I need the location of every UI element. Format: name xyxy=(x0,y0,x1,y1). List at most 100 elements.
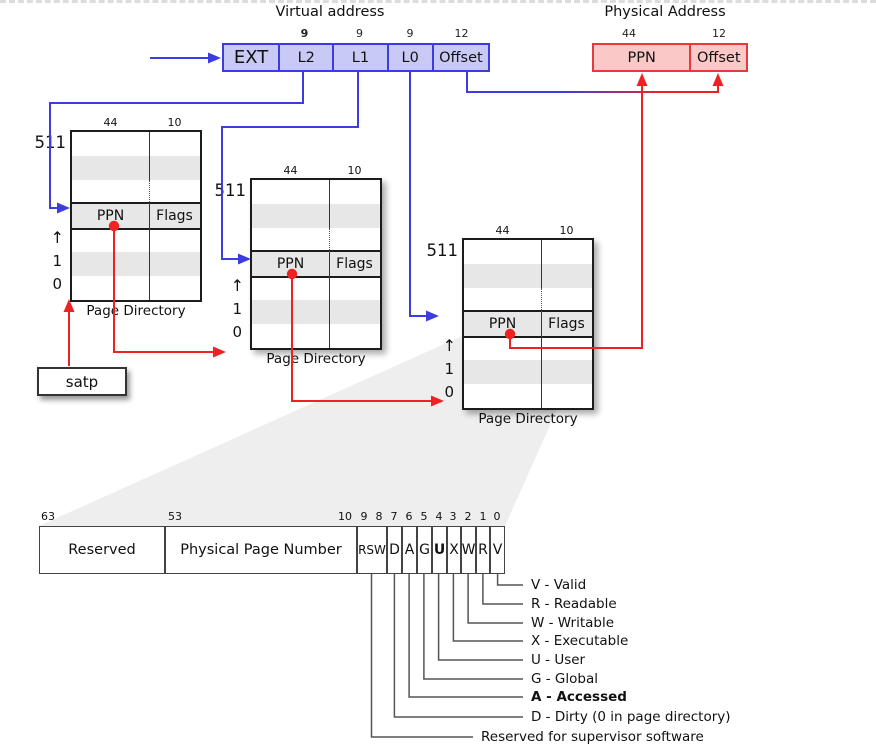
pd-ppn-cell: PPN xyxy=(488,316,517,332)
pte-bit9-label: 9 xyxy=(360,510,368,523)
pte-bit8-label: 8 xyxy=(375,510,383,523)
pte-bit3-label: 3 xyxy=(449,510,457,523)
pte-bit53-label: 53 xyxy=(168,510,182,523)
pd-caption: Page Directory xyxy=(478,411,578,427)
pd-pte-row-border xyxy=(252,250,380,252)
legend-dirty: D - Dirty (0 in page directory) xyxy=(531,709,731,725)
pd-ppn-width-label: 44 xyxy=(495,224,510,237)
virtual-address-title: Virtual address xyxy=(275,4,385,20)
pd-column-divider-dotted xyxy=(541,288,542,312)
pd-pte-row-border xyxy=(72,228,200,230)
pte-field-w: W xyxy=(461,526,476,574)
pte-bit0-label: 0 xyxy=(493,510,501,523)
pd-row-stripe xyxy=(464,360,592,384)
pte-bit63-label: 63 xyxy=(41,510,55,523)
wedge-shape xyxy=(39,336,590,526)
pte-field-d: D xyxy=(387,526,402,574)
pte-bit1-label: 1 xyxy=(479,510,487,523)
up-arrow-icon: ↑ xyxy=(50,228,64,247)
pte-bit4-label: 4 xyxy=(435,510,443,523)
va-field-l1: L1 xyxy=(332,45,386,70)
pd-column-divider-dotted xyxy=(329,228,330,252)
pd-index-1: 1 xyxy=(444,360,454,378)
pa-field-ppn: PPN xyxy=(627,49,656,66)
pte-field-v: V xyxy=(490,526,505,574)
pd-column-divider xyxy=(149,132,150,180)
pd-index-1: 1 xyxy=(52,252,62,270)
pte-bit6-label: 6 xyxy=(405,510,413,523)
pte-bit5-label: 5 xyxy=(420,510,428,523)
pd-row-stripe xyxy=(72,252,200,276)
va-field-offset: Offset xyxy=(431,45,488,70)
pd-column-divider-dotted xyxy=(149,180,150,204)
pd-pte-row-border xyxy=(72,202,200,204)
pd-row-stripe xyxy=(252,204,380,228)
pd-column-divider xyxy=(541,240,542,288)
pd-pte-row-border xyxy=(464,310,592,312)
pd-row-stripe xyxy=(252,300,380,324)
top-edge-artifact xyxy=(0,0,876,3)
va-offset-bits: 12 xyxy=(454,27,469,40)
legend-user: U - User xyxy=(531,652,586,668)
pd-flags-width-label: 10 xyxy=(559,224,574,237)
pd-flags-cell: Flags xyxy=(336,256,373,272)
legend-reserved-supervisor: Reserved for supervisor software xyxy=(481,729,704,745)
page-directory-1: PPN Flags 44 10 511 ↑ 1 0 Page Directory xyxy=(35,116,202,319)
up-arrow-icon: ↑ xyxy=(442,336,456,355)
pd-flags-cell: Flags xyxy=(156,208,193,224)
va-l1-bits: 9 xyxy=(356,27,363,40)
pte-field-x: X xyxy=(447,526,461,574)
satp-register: satp xyxy=(37,367,127,396)
pd-flags-cell: Flags xyxy=(548,316,585,332)
legend-global: G - Global xyxy=(531,671,598,687)
va-field-ext: EXT xyxy=(233,47,269,68)
pte-field-ppn: Physical Page Number xyxy=(165,526,357,574)
pd-row-stripe xyxy=(464,264,592,288)
pd-column-divider xyxy=(329,180,330,228)
legend-valid: V - Valid xyxy=(531,577,587,593)
pd-caption: Page Directory xyxy=(86,303,186,319)
pd-index-0: 0 xyxy=(232,323,242,341)
pd-index-0: 0 xyxy=(52,275,62,293)
pte-bit2-label: 2 xyxy=(464,510,472,523)
pd-flags-width-label: 10 xyxy=(347,164,362,177)
physical-address-register: PPN Offset xyxy=(592,43,748,72)
pte-field-g: G xyxy=(417,526,432,574)
pd-column-divider xyxy=(541,312,542,408)
page-directory-3: PPN Flags 44 10 511 ↑ 1 0 Page Directory xyxy=(427,224,594,427)
virtual-address-register: EXT L2 L1 L0 Offset xyxy=(222,43,490,72)
legend-accessed: A - Accessed xyxy=(531,689,627,705)
pa-offset-bits: 12 xyxy=(712,27,726,40)
pte-field-u: U xyxy=(432,526,447,574)
pd-pte-row-border xyxy=(252,276,380,278)
pd-ppn-cell: PPN xyxy=(96,208,125,224)
pd-row-stripe xyxy=(72,156,200,180)
pd-index-1: 1 xyxy=(232,300,242,318)
pd-flags-width-label: 10 xyxy=(167,116,182,129)
physical-address-title: Physical Address xyxy=(604,4,726,20)
pd-index-511: 511 xyxy=(426,241,459,260)
pte-bit10-label: 10 xyxy=(338,510,352,523)
pte-field-rsw: RSW xyxy=(357,526,387,574)
legend-writable: W - Writable xyxy=(531,615,615,631)
page-directory-2: PPN Flags 44 10 511 ↑ 1 0 Page Directory xyxy=(215,164,382,367)
legend-readable: R - Readable xyxy=(531,596,617,612)
pd-index-511: 511 xyxy=(34,133,67,152)
pte-field-reserved: Reserved xyxy=(39,526,165,574)
pte-field-a: A xyxy=(402,526,417,574)
pd-ppn-width-label: 44 xyxy=(103,116,118,129)
pd-index-511: 511 xyxy=(214,181,247,200)
pa-field-offset: Offset xyxy=(689,45,746,70)
pa-ppn-bits: 44 xyxy=(622,27,636,40)
pd-caption: Page Directory xyxy=(266,351,366,367)
va-l0-bits: 9 xyxy=(406,27,414,40)
pte-field-r: R xyxy=(476,526,490,574)
va-l2-bits: 9 xyxy=(300,27,309,40)
va-field-l2: L2 xyxy=(278,45,332,70)
pd-ppn-width-label: 44 xyxy=(283,164,298,177)
legend-executable: X - Executable xyxy=(531,633,629,649)
pd-index-0: 0 xyxy=(444,383,454,401)
pte-bit7-label: 7 xyxy=(390,510,398,523)
